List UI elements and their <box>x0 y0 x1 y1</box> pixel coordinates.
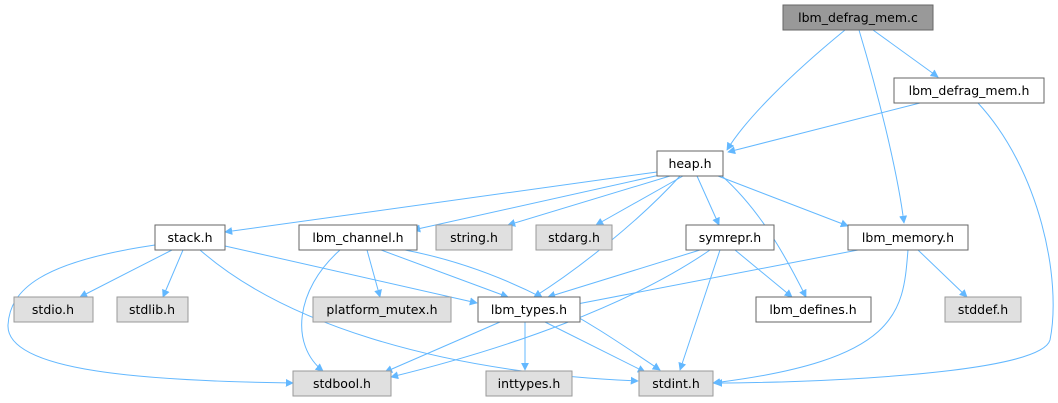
edge-lbm_defrag_mem_c-heap_h <box>726 29 846 151</box>
edge-symrepr_h-stdint_h <box>678 249 721 371</box>
node-inttypes_h[interactable]: inttypes.h <box>485 370 573 397</box>
node-label: stdbool.h <box>313 376 371 391</box>
node-label: stdlib.h <box>129 302 175 317</box>
edge-symrepr_h-lbm_types_h <box>547 249 701 299</box>
edge-lbm_channel_h-stdbool_h <box>301 249 341 372</box>
edge-lbm_defrag_mem_c-lbm_memory_h <box>858 29 908 224</box>
edge-lbm_types_h-stdbool_h <box>384 321 501 373</box>
node-lbm_defines_h[interactable]: lbm_defines.h <box>755 296 872 323</box>
node-label: platform_mutex.h <box>326 302 437 317</box>
edge-heap_h-stdarg_h <box>595 175 684 226</box>
node-label: string.h <box>450 230 498 245</box>
edge-lbm_defrag_mem_h-heap_h <box>727 102 921 155</box>
node-stdio_h[interactable]: stdio.h <box>13 296 94 323</box>
file-nodes: lbm_defrag_mem.c lbm_defrag_mem.h heap.h… <box>13 4 1045 397</box>
edge-lbm_memory_h-stddef_h <box>917 249 968 298</box>
edge-lbm_memory_h-stdint_h <box>712 249 909 387</box>
node-label: heap.h <box>668 156 711 171</box>
edge-lbm_memory_h-lbm_types_h <box>571 249 859 308</box>
edge-lbm_channel_h-lbm_types_h <box>380 249 509 299</box>
edge-stack_h-stdlib_h <box>162 249 184 298</box>
edge-symrepr_h-stdbool_h <box>390 249 711 380</box>
node-stdarg_h[interactable]: stdarg.h <box>535 224 613 251</box>
node-label: stdarg.h <box>548 230 600 245</box>
edge-lbm_types_h-stdint_h <box>544 321 646 373</box>
node-label: lbm_memory.h <box>862 230 954 245</box>
node-lbm_defrag_mem_h[interactable]: lbm_defrag_mem.h <box>893 77 1045 104</box>
node-label: lbm_defrag_mem.h <box>909 83 1030 98</box>
node-lbm_channel_h[interactable]: lbm_channel.h <box>298 224 418 251</box>
edge-heap_h-stack_h <box>224 171 658 235</box>
edge-heap_h-string_h <box>507 175 671 227</box>
edge-stack_h-stdio_h <box>79 249 173 298</box>
node-stdlib_h[interactable]: stdlib.h <box>116 296 189 323</box>
node-symrepr_h[interactable]: symrepr.h <box>685 224 775 251</box>
node-label: lbm_defrag_mem.c <box>798 10 918 25</box>
edge-lbm_defrag_mem_h-stdint_h <box>714 102 1054 387</box>
node-label: lbm_defines.h <box>769 302 856 317</box>
node-stdbool_h[interactable]: stdbool.h <box>292 370 392 397</box>
node-label: stack.h <box>167 230 212 245</box>
edge-heap_h-lbm_channel_h <box>412 174 661 233</box>
node-label: symrepr.h <box>699 230 761 245</box>
edge-stack_h-stdbool_h <box>7 244 294 387</box>
node-label: inttypes.h <box>498 376 561 391</box>
node-label: lbm_types.h <box>491 302 567 317</box>
edge-lbm_defrag_mem_c-lbm_defrag_mem_h <box>872 29 939 78</box>
node-label: stdio.h <box>32 302 74 317</box>
node-label: lbm_channel.h <box>312 230 403 245</box>
node-platform_mutex_h[interactable]: platform_mutex.h <box>312 296 452 323</box>
node-stddef_h[interactable]: stddef.h <box>944 296 1022 323</box>
node-heap_h[interactable]: heap.h <box>656 150 724 177</box>
node-string_h[interactable]: string.h <box>435 224 513 251</box>
edge-stack_h-lbm_types_h <box>224 245 478 306</box>
edge-heap_h-lbm_memory_h <box>717 175 849 228</box>
edge-symrepr_h-lbm_defines_h <box>734 249 793 298</box>
node-label: stddef.h <box>958 302 1008 317</box>
node-stack_h[interactable]: stack.h <box>154 224 226 251</box>
edge-lbm_channel_h-platform_mutex_h <box>366 249 382 298</box>
node-label: stdint.h <box>652 376 700 391</box>
node-stdint_h[interactable]: stdint.h <box>638 370 714 397</box>
node-lbm_defrag_mem_c[interactable]: lbm_defrag_mem.c <box>782 4 934 31</box>
node-lbm_memory_h[interactable]: lbm_memory.h <box>847 224 969 251</box>
node-lbm_types_h[interactable]: lbm_types.h <box>477 296 581 323</box>
edge-heap_h-symrepr_h <box>696 175 720 226</box>
